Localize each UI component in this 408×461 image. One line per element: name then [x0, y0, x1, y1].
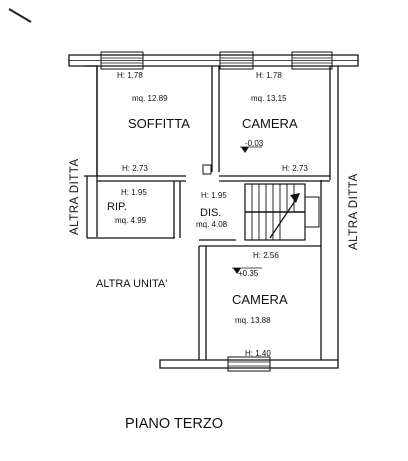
scan-mark: [8, 8, 32, 23]
camera-bottom-name: CAMERA: [232, 292, 288, 307]
window-soffitta: [100, 51, 144, 70]
dis-name: DIS.: [200, 207, 221, 219]
camera-top-height-bottom: H: 2.73: [282, 164, 308, 173]
interior-walls: [97, 66, 330, 247]
soffitta-height-top: H: 1.78: [117, 71, 143, 80]
camera-top-area: mq. 13.15: [251, 94, 287, 103]
camera-bottom-level: +0.35: [238, 269, 259, 278]
rip-area: mq. 4.99: [115, 216, 147, 225]
staircase: [244, 183, 320, 241]
camera-top-level: -0.03: [245, 139, 264, 148]
camera-bottom-area: mq. 13.88: [235, 316, 271, 325]
camera-bottom-height-bottom: H: 1.40: [245, 349, 271, 358]
rip-height: H: 1.95: [121, 188, 147, 197]
level-marker-icon: [233, 268, 241, 274]
neighbor-label-left: ALTRA DITTA: [69, 158, 81, 235]
camera-top-name: CAMERA: [242, 116, 298, 131]
plan-title: PIANO TERZO: [125, 416, 223, 432]
soffitta-area: mq. 12.89: [132, 94, 168, 103]
rip-name: RIP.: [107, 201, 127, 213]
dis-area: mq. 4.08: [196, 220, 228, 229]
neighbor-label-right: ALTRA DITTA: [348, 173, 360, 250]
dis-height: H: 1.95: [201, 191, 227, 200]
camera-bottom-height-top: H: 2.56: [253, 251, 279, 260]
soffitta-name: SOFFITTA: [128, 116, 190, 131]
neighbor-label-lower-left: ALTRA UNITA': [96, 278, 167, 290]
door-jamb: [202, 164, 212, 175]
soffitta-height-bottom: H: 2.73: [122, 164, 148, 173]
camera-top-height-top: H: 1.78: [256, 71, 282, 80]
exterior-walls: [68, 54, 359, 369]
level-marker-icon: [241, 147, 249, 153]
window-camera-top: [219, 51, 333, 70]
window-camera-bottom: [227, 356, 271, 372]
